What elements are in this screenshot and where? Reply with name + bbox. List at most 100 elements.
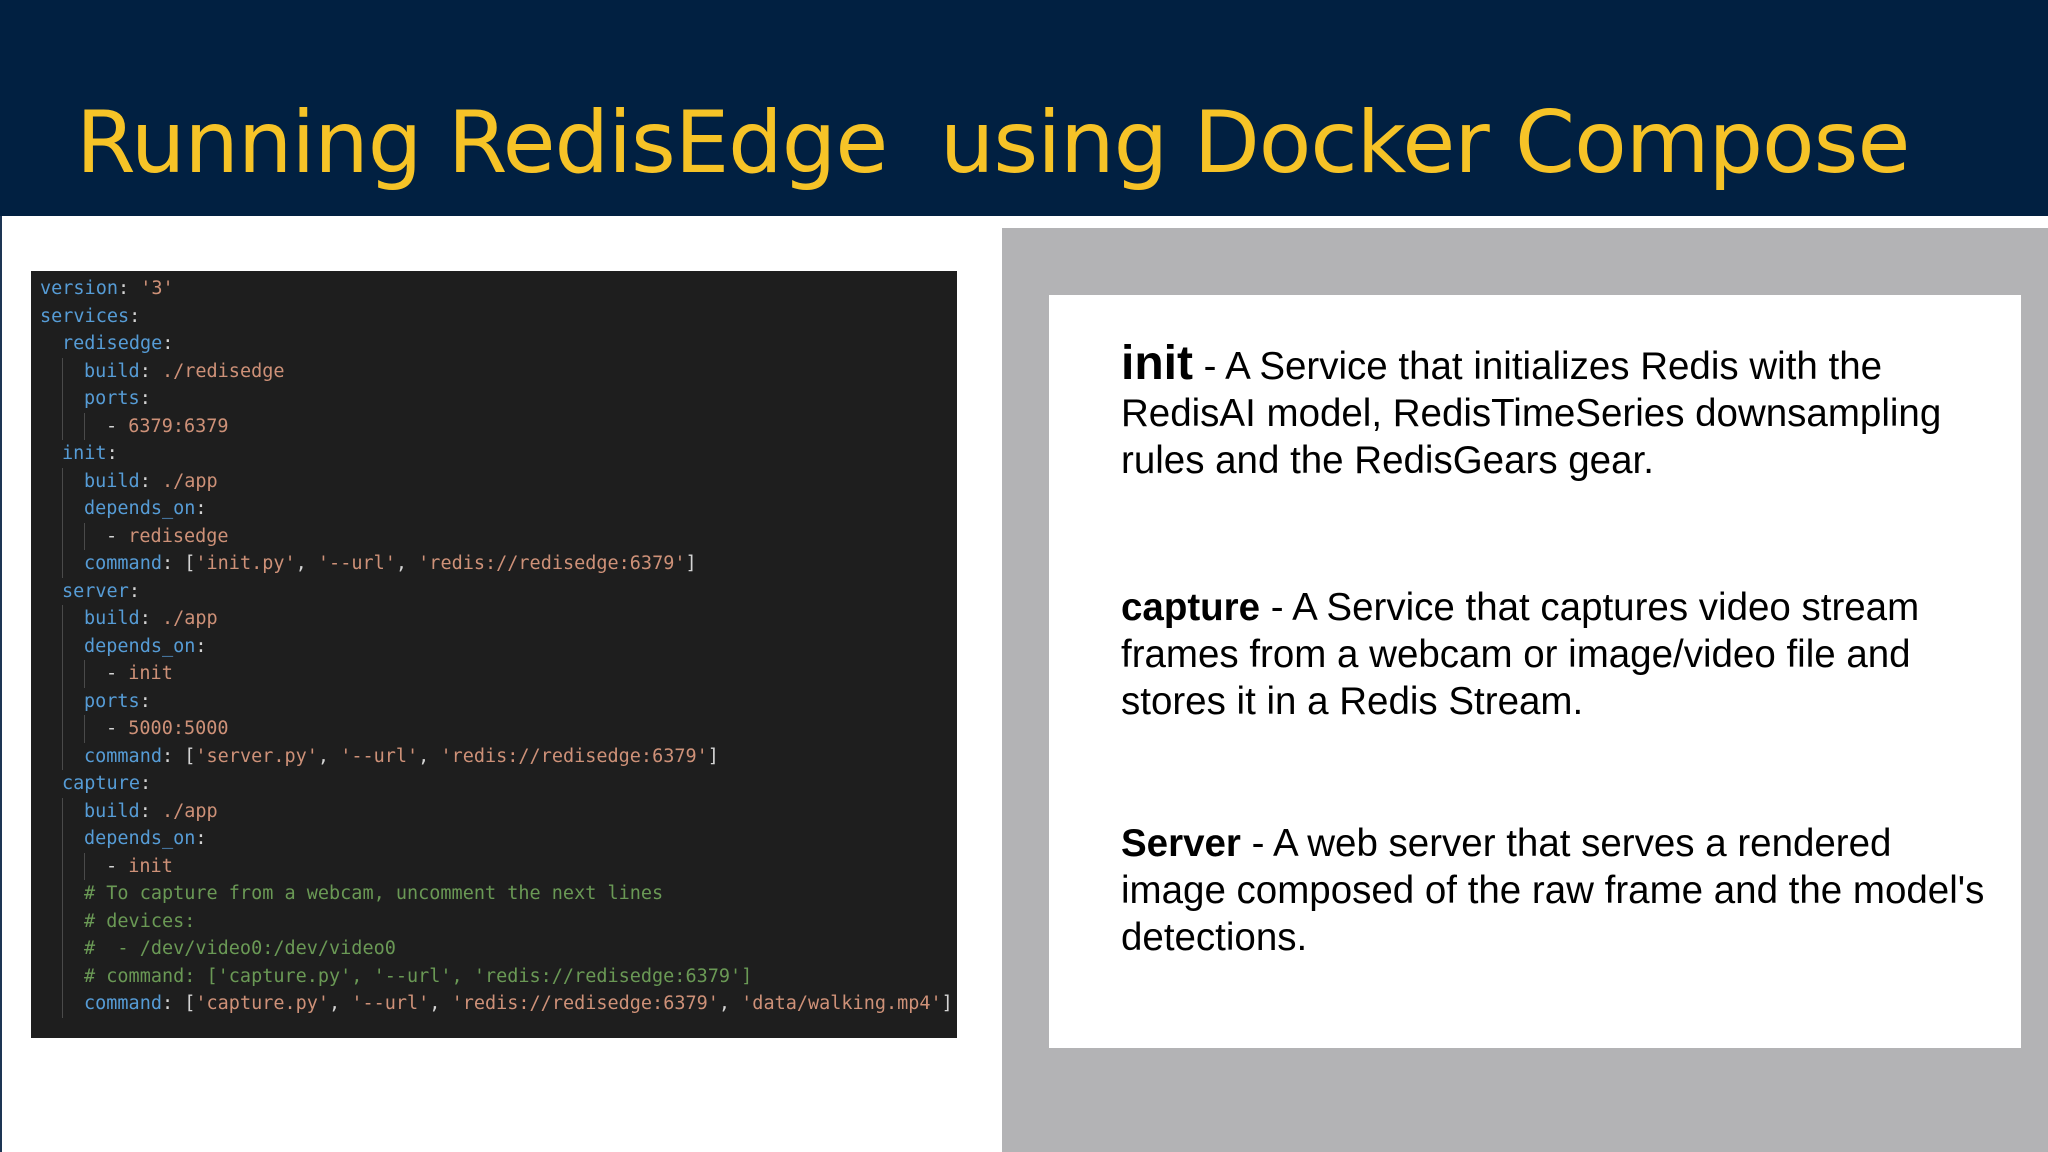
code-token: depends_on — [84, 828, 196, 849]
code-token: init — [128, 855, 173, 877]
code-line: depends_on: — [40, 495, 957, 523]
code-token: # - /dev/video0:/dev/video0 — [84, 938, 396, 959]
code-line: capture: — [40, 770, 957, 798]
indent-guide — [40, 385, 62, 413]
code-token: init — [128, 663, 173, 684]
indent-guide — [62, 962, 84, 990]
code-token: : — [128, 580, 140, 602]
indent-guide — [40, 770, 62, 798]
code-token: ./redisedge — [161, 360, 285, 382]
code-token: , — [329, 993, 352, 1014]
slide-header: Running RedisEdge using Docker Compose — [0, 0, 2048, 216]
indent-guide — [40, 908, 62, 936]
code-token: , — [429, 993, 452, 1014]
code-token: services — [40, 305, 130, 327]
code-line: build: ./app — [40, 797, 957, 826]
indent-guide — [62, 495, 84, 523]
description-init: init - A Service that initializes Redis … — [1121, 340, 2001, 484]
description-term-capture: capture — [1121, 586, 1261, 629]
indent-guide — [62, 935, 84, 963]
code-token: # To capture from a webcam, uncomment th… — [84, 883, 664, 904]
code-token: command — [84, 553, 162, 574]
code-token: ports — [84, 388, 140, 409]
code-token: build — [84, 470, 140, 492]
indent-guide — [40, 660, 62, 688]
indent-guide — [40, 743, 62, 771]
code-token: build — [84, 800, 140, 822]
indent-guide — [40, 358, 62, 386]
code-token: : — [139, 690, 151, 712]
code-token: : — [195, 635, 207, 657]
code-line: - init — [40, 852, 957, 880]
indent-guide — [84, 660, 106, 688]
code-line: # To capture from a webcam, uncomment th… — [40, 880, 957, 908]
code-line: build: ./app — [40, 467, 957, 496]
code-line: init: — [40, 440, 957, 468]
slide-title: Running RedisEdge using Docker Compose — [76, 93, 1910, 193]
indent-guide — [40, 578, 62, 606]
code-line: version: '3' — [40, 275, 957, 303]
indent-guide — [40, 825, 62, 853]
code-token: 5000:5000 — [128, 718, 229, 739]
code-token: server — [62, 580, 129, 602]
code-token: - — [106, 663, 129, 684]
code-token: ./app — [161, 470, 218, 492]
code-token: , — [317, 745, 341, 767]
code-token: , — [718, 993, 742, 1014]
code-token: 'redis://redisedge:6379' — [418, 553, 686, 574]
indent-guide — [40, 963, 62, 991]
indent-guide — [62, 467, 84, 495]
code-token: capture — [62, 773, 140, 794]
description-server: Server - A web server that serves a rend… — [1121, 820, 2001, 961]
code-line: # command: ['capture.py', '--url', 'redi… — [40, 962, 957, 991]
indent-guide — [40, 495, 62, 523]
code-token: : — [106, 443, 118, 464]
code-token: # devices: — [84, 910, 196, 932]
indent-guide — [84, 715, 106, 743]
code-token: : [ — [161, 745, 196, 767]
code-token: command — [84, 993, 162, 1014]
code-token: : — [139, 800, 162, 822]
code-token: ./app — [161, 800, 218, 822]
indent-guide — [62, 990, 84, 1018]
indent-guide — [62, 632, 84, 660]
indent-guide — [62, 715, 84, 743]
code-token: : — [139, 773, 152, 794]
code-token: - — [106, 855, 129, 877]
code-token: : [ — [161, 553, 196, 574]
indent-guide — [40, 550, 62, 578]
code-token: : — [129, 305, 141, 327]
code-line: ports: — [40, 687, 957, 715]
indent-guide — [40, 990, 62, 1018]
code-token: 6379:6379 — [128, 415, 229, 437]
indent-guide — [62, 385, 84, 413]
indent-guide — [40, 798, 62, 826]
description-text-capture: - A Service that captures video stream f… — [1121, 586, 1920, 723]
indent-guide — [62, 880, 84, 908]
code-line: services: — [40, 303, 957, 331]
code-token: '--url' — [351, 993, 430, 1014]
code-token: redisedge — [128, 525, 229, 547]
code-token: build — [84, 608, 140, 629]
code-token: depends_on — [84, 498, 196, 519]
code-token: : — [195, 828, 207, 849]
code-token: redisedge — [62, 333, 163, 354]
code-token: command — [84, 745, 162, 767]
code-token: '3' — [140, 278, 174, 299]
code-token: depends_on — [84, 635, 196, 657]
code-line: - init — [40, 660, 957, 688]
indent-guide — [40, 468, 62, 496]
indent-guide — [62, 605, 84, 633]
code-token: : — [195, 498, 207, 519]
description-text-server: - A web server that serves a rendered im… — [1121, 822, 1985, 959]
indent-guide — [62, 412, 84, 440]
code-token: : — [139, 470, 162, 492]
description-capture: capture - A Service that captures video … — [1121, 584, 2001, 725]
code-token: ] — [685, 553, 697, 574]
code-token: ports — [84, 690, 140, 712]
code-token: 'redis://redisedge:6379' — [440, 745, 708, 767]
slide-left-border — [0, 216, 2, 1152]
indent-guide — [62, 660, 84, 688]
code-line: ports: — [40, 385, 957, 413]
code-token: : [ — [161, 993, 196, 1014]
